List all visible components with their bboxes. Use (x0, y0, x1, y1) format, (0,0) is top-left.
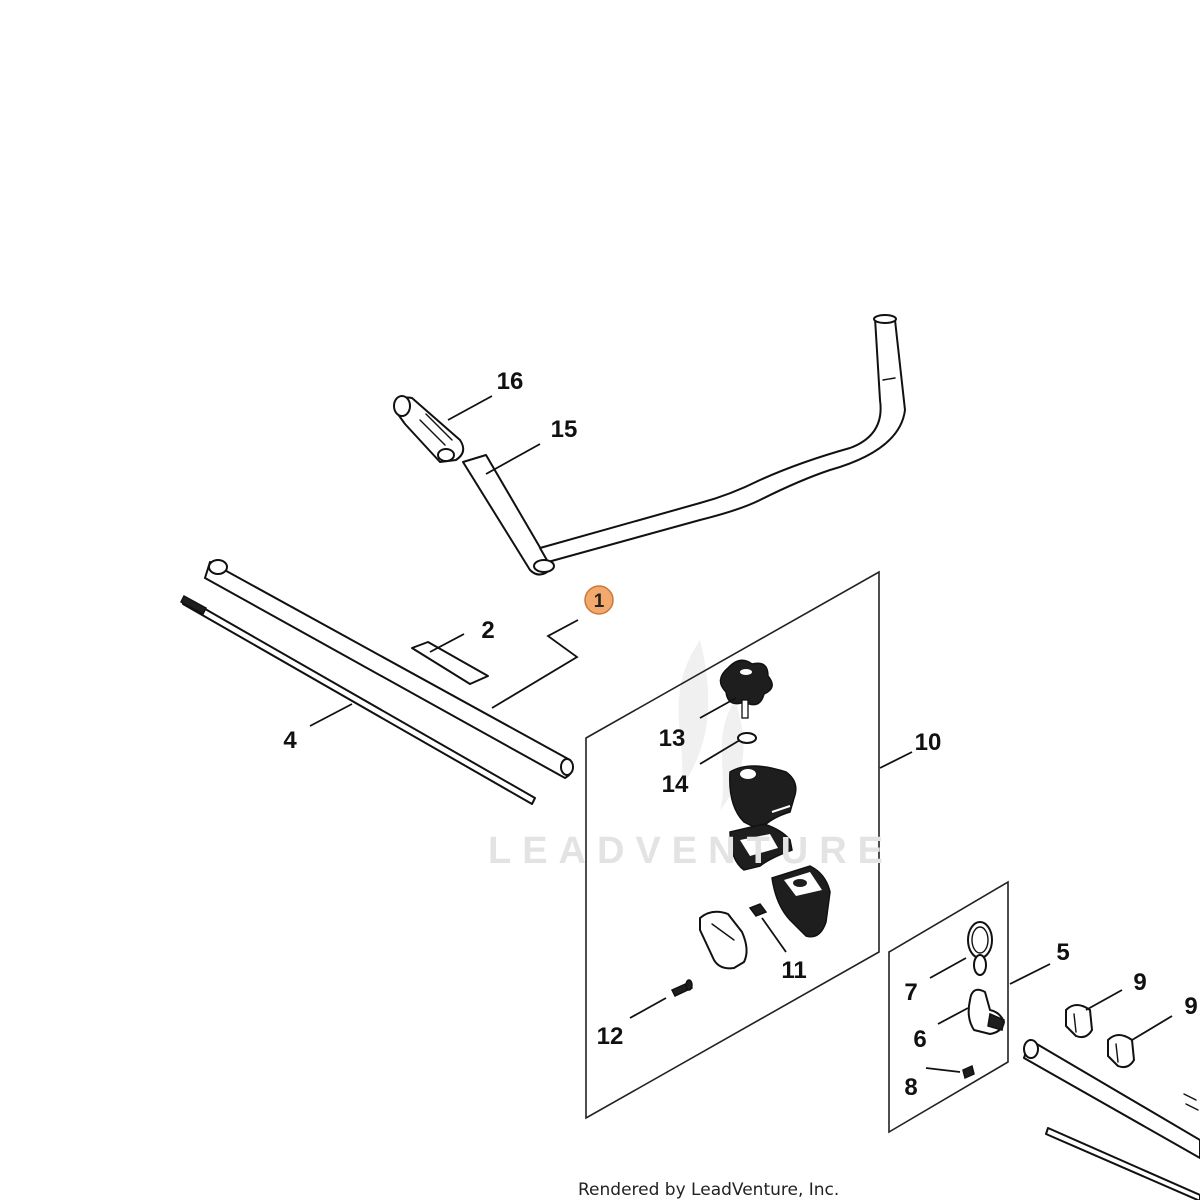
callout-8[interactable]: 8 (904, 1074, 917, 1101)
handlebar-part (462, 314, 906, 576)
callout-4[interactable]: 4 (283, 727, 297, 754)
shaft-tube-part (180, 559, 574, 805)
square-nut-part (748, 903, 768, 917)
callout-9[interactable]: 9 (1133, 969, 1146, 996)
callout-12[interactable]: 12 (597, 1023, 624, 1050)
callout-7[interactable]: 7 (904, 979, 917, 1006)
callout-10[interactable]: 10 (915, 729, 942, 756)
clamp-middle-part (729, 823, 793, 871)
kit-frame-5 (888, 880, 1009, 1134)
callout-14[interactable]: 14 (662, 771, 689, 798)
kit-frame-10 (585, 570, 880, 1120)
clip-part-a (1065, 1004, 1093, 1039)
callout-1-badge[interactable] (584, 585, 614, 615)
callout-6[interactable]: 6 (913, 1026, 926, 1053)
callout-11[interactable]: 11 (781, 957, 806, 984)
clip-part-b (1107, 1034, 1135, 1069)
screw-part (670, 979, 693, 997)
small-screw-part (962, 1064, 975, 1080)
lower-shaft-part (1023, 1039, 1200, 1200)
grip-part (393, 395, 465, 463)
watermark-logo-icon (678, 640, 744, 810)
footer-credit: Rendered by LeadVenture, Inc. (578, 1180, 840, 1200)
leader-lines (309, 395, 1173, 1073)
callout-9-second[interactable]: 9 (1184, 993, 1197, 1020)
label-decal-part (411, 641, 489, 685)
callout-1-label[interactable]: 1 (594, 591, 605, 612)
ring-part (967, 921, 993, 976)
callout-15[interactable]: 15 (551, 416, 578, 443)
bracket-part (699, 910, 748, 970)
watermark-text: LEADVENTURE (488, 830, 895, 872)
clamp-top-part (729, 765, 797, 831)
clamp-lower-part (771, 865, 831, 938)
star-knob-part (719, 659, 773, 719)
callout-16[interactable]: 16 (497, 368, 524, 395)
callout-2[interactable]: 2 (481, 617, 494, 644)
washer-part (737, 732, 757, 744)
callout-13[interactable]: 13 (659, 725, 686, 752)
callout-5[interactable]: 5 (1056, 939, 1069, 966)
carrying-ring-part (967, 988, 1005, 1035)
